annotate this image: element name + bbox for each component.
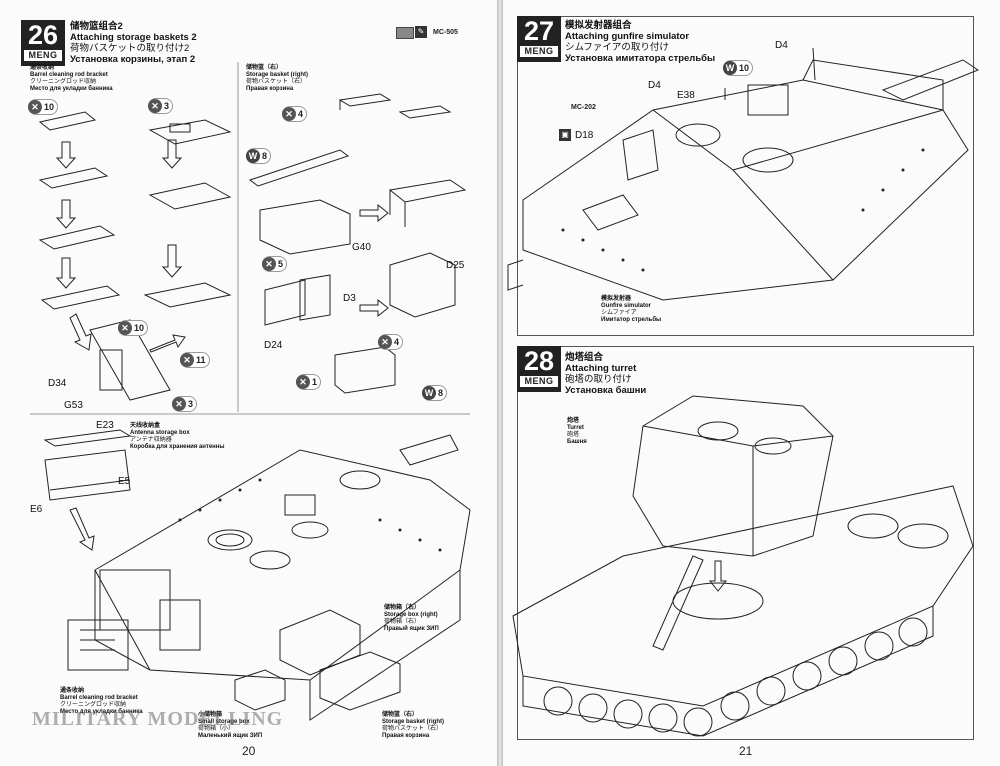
- step-number: 26: [27, 20, 59, 50]
- page-number: 21: [739, 744, 753, 758]
- qty-x11: ✕11: [180, 352, 210, 368]
- brush-icon: ✎: [415, 26, 427, 38]
- part-e23: E23: [96, 420, 114, 431]
- qty-x3-b: ✕3: [172, 396, 198, 412]
- basket-right-label: 储物篮（右） Storage basket (right) 荷物バスケット（右）…: [246, 65, 309, 92]
- step-28-title: 炮塔组合 Attaching turret 砲塔の取り付け Установка …: [565, 352, 647, 396]
- barrel-bracket-lower-label: 通条收纳 Barrel cleaning rod bracket クリーニングロ…: [60, 688, 143, 715]
- qty-x4: ✕4: [282, 106, 308, 122]
- part-d3: D3: [343, 293, 356, 304]
- part-d18: D18: [575, 130, 594, 141]
- brand-logo: MENG: [520, 46, 558, 57]
- step-26-title: 储物篮组合2 Attaching storage baskets 2 荷物バスケ…: [70, 21, 197, 65]
- qty-x4-b: ✕4: [378, 334, 404, 350]
- step-28-badge: 28 MENG: [517, 346, 561, 392]
- barrel-bracket-label: 通条收纳 Barrel cleaning rod bracket クリーニングロ…: [30, 65, 113, 92]
- step-26-badge: 26 MENG: [21, 20, 65, 66]
- step-28-frame: [517, 346, 974, 740]
- part-e5: E5: [118, 476, 131, 487]
- small-storage-box-label: 小储物箱 Small storage box 荷物箱（小） Маленький …: [198, 712, 263, 739]
- step-number: 27: [523, 16, 555, 46]
- storage-box-right-label: 储物箱（右） Storage box (right) 荷物箱（右） Правый…: [384, 605, 439, 632]
- left-page: 26 MENG 储物篮组合2 Attaching storage baskets…: [0, 0, 497, 766]
- tank-turret-drawing: [512, 395, 974, 737]
- tank-hull-front-drawing: [507, 47, 980, 301]
- part-d25: D25: [446, 260, 465, 271]
- watermark: MILITARY MODELLING: [32, 708, 284, 730]
- step-number: 28: [523, 346, 555, 376]
- right-page: 27 MENG 模拟发射器组合 Attaching gunfire simula…: [503, 0, 1000, 766]
- storage-basket-lower-label: 储物篮（右） Storage basket (right) 荷物バスケット（右）…: [382, 712, 445, 739]
- part-d4: D4: [648, 80, 661, 91]
- qty-x3: ✕3: [148, 98, 174, 114]
- part-g40: G40: [352, 242, 371, 253]
- part-d34: D34: [48, 378, 67, 389]
- page-number: 20: [242, 744, 256, 758]
- part-g53: G53: [64, 400, 83, 411]
- part-e38: E38: [677, 90, 695, 101]
- paint-icon: ▣: [559, 129, 571, 141]
- book-gutter: [497, 0, 503, 766]
- qty-x10-b: ✕10: [118, 320, 149, 336]
- part-d4-top: D4: [775, 40, 788, 51]
- antenna-box-label: 天线收纳盒 Antenna storage box アンテナ収納器 Коробк…: [130, 423, 225, 450]
- mc-code: MC-505: [433, 29, 458, 36]
- brand-logo: MENG: [24, 50, 62, 61]
- qty-x1: ✕1: [296, 374, 322, 390]
- step-27-title: 模拟发射器组合 Attaching gunfire simulator シムファ…: [565, 20, 716, 64]
- qty-x5: ✕5: [262, 256, 288, 272]
- turret-label: 炮塔 Turret 砲塔 Башня: [567, 418, 587, 445]
- tank-hull-rear-drawing: [43, 429, 471, 721]
- part-e6: E6: [30, 504, 43, 515]
- paint-swatch: [396, 27, 414, 39]
- brand-logo: MENG: [520, 376, 558, 387]
- part-d24: D24: [264, 340, 283, 351]
- gunfire-simulator-label: 模拟发射器 Gunfire simulator シムファイア Имитатор …: [601, 296, 662, 323]
- step-27-badge: 27 MENG: [517, 16, 561, 62]
- step-26-drawing: [30, 62, 470, 415]
- mc-code-step27: MC-202: [571, 104, 596, 111]
- step-27-frame: [517, 16, 974, 336]
- qty-x10: ✕10: [28, 99, 59, 115]
